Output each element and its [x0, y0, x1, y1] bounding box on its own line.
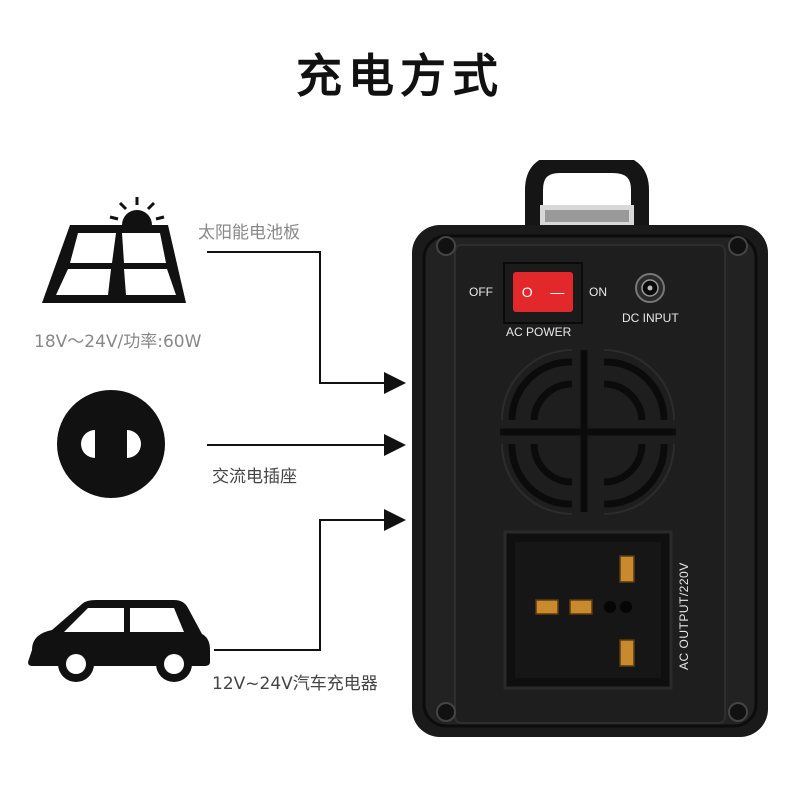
arrow-icon: [384, 434, 406, 456]
car-charger-label: 12V~24V汽车充电器: [212, 674, 378, 694]
ac-power-switch[interactable]: O —: [503, 262, 583, 324]
car-connector-line: [214, 519, 398, 651]
switch-on-label: ON: [589, 285, 607, 299]
arrow-icon: [384, 509, 406, 531]
solar-panel-icon: [40, 195, 200, 305]
switch-off-symbol: O: [521, 284, 533, 300]
car-icon: [24, 592, 214, 684]
solar-connector-line: [207, 251, 398, 384]
ac-power-label: AC POWER: [506, 325, 572, 339]
arrow-icon: [384, 372, 406, 394]
power-socket-icon: [55, 388, 167, 500]
dc-input-label: DC INPUT: [622, 311, 679, 325]
ac-output-label: AC OUTPUT/220V: [677, 562, 691, 671]
switch-on-symbol: —: [550, 284, 565, 300]
power-station-device: [412, 160, 768, 737]
switch-off-label: OFF: [469, 285, 493, 299]
solar-panel-spec: 18V～24V/功率:60W: [34, 332, 202, 352]
ac-socket-label: 交流电插座: [212, 467, 297, 487]
solar-panel-label: 太阳能电池板: [198, 223, 300, 243]
page-title: 充电方式: [296, 49, 504, 103]
dc-input-port[interactable]: [634, 272, 666, 304]
